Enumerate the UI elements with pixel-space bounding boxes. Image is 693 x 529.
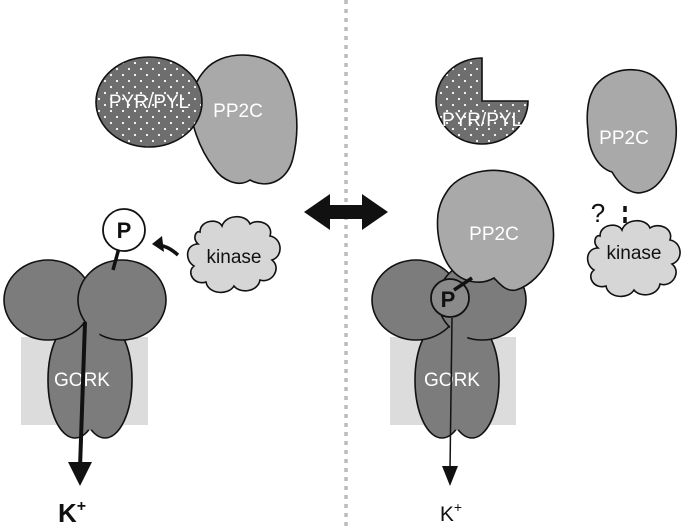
- right-phospho-link: [453, 276, 473, 292]
- left-pyr-pyl-receptor: [95, 56, 203, 148]
- equilibrium-double-arrow: [304, 194, 388, 230]
- right-pp2c-free-label: PP2C: [599, 128, 649, 149]
- left-kinase-cloud: [186, 215, 281, 294]
- right-panel: PYR/PYL PP2C ? kinase PP2C P GORK: [371, 57, 681, 526]
- left-phosphorylation-arrowhead: [152, 236, 164, 252]
- left-panel: PYR/PYL PP2C GORK K+ P kinase: [3, 54, 298, 528]
- right-phospho-circle: [430, 278, 470, 318]
- left-pp2c-label: PP2C: [213, 101, 263, 122]
- right-phospho-label: P: [441, 287, 456, 312]
- right-gork-channel: [371, 259, 527, 439]
- right-question-mark: ?: [591, 198, 605, 228]
- right-kinase-cloud: [586, 219, 681, 298]
- left-kinase-label: kinase: [207, 247, 262, 268]
- right-pp2c-bound-shape: [436, 169, 555, 292]
- left-pyr-pyl-label: PYR/PYL: [109, 92, 189, 113]
- right-pp2c-bound-label: PP2C: [469, 224, 519, 245]
- right-pyr-pyl-receptor: [435, 57, 529, 145]
- right-k-ion-label: K+: [440, 499, 462, 526]
- left-phospho-label: P: [117, 218, 132, 243]
- right-k-arrowhead: [442, 466, 458, 486]
- left-phospho-link: [111, 247, 121, 271]
- left-gork-channel: [3, 259, 167, 439]
- right-k-efflux-arrow: [449, 317, 453, 471]
- right-kinase-label: kinase: [607, 243, 662, 264]
- left-k-efflux-arrow: [78, 321, 87, 469]
- left-k-ion-label: K+: [58, 498, 86, 528]
- left-phospho-circle: [102, 208, 146, 252]
- left-k-arrowhead: [68, 462, 92, 486]
- right-pyr-pyl-label: PYR/PYL: [442, 110, 522, 131]
- right-gork-label: GORK: [424, 370, 480, 391]
- right-pp2c-free-shape: [586, 68, 678, 194]
